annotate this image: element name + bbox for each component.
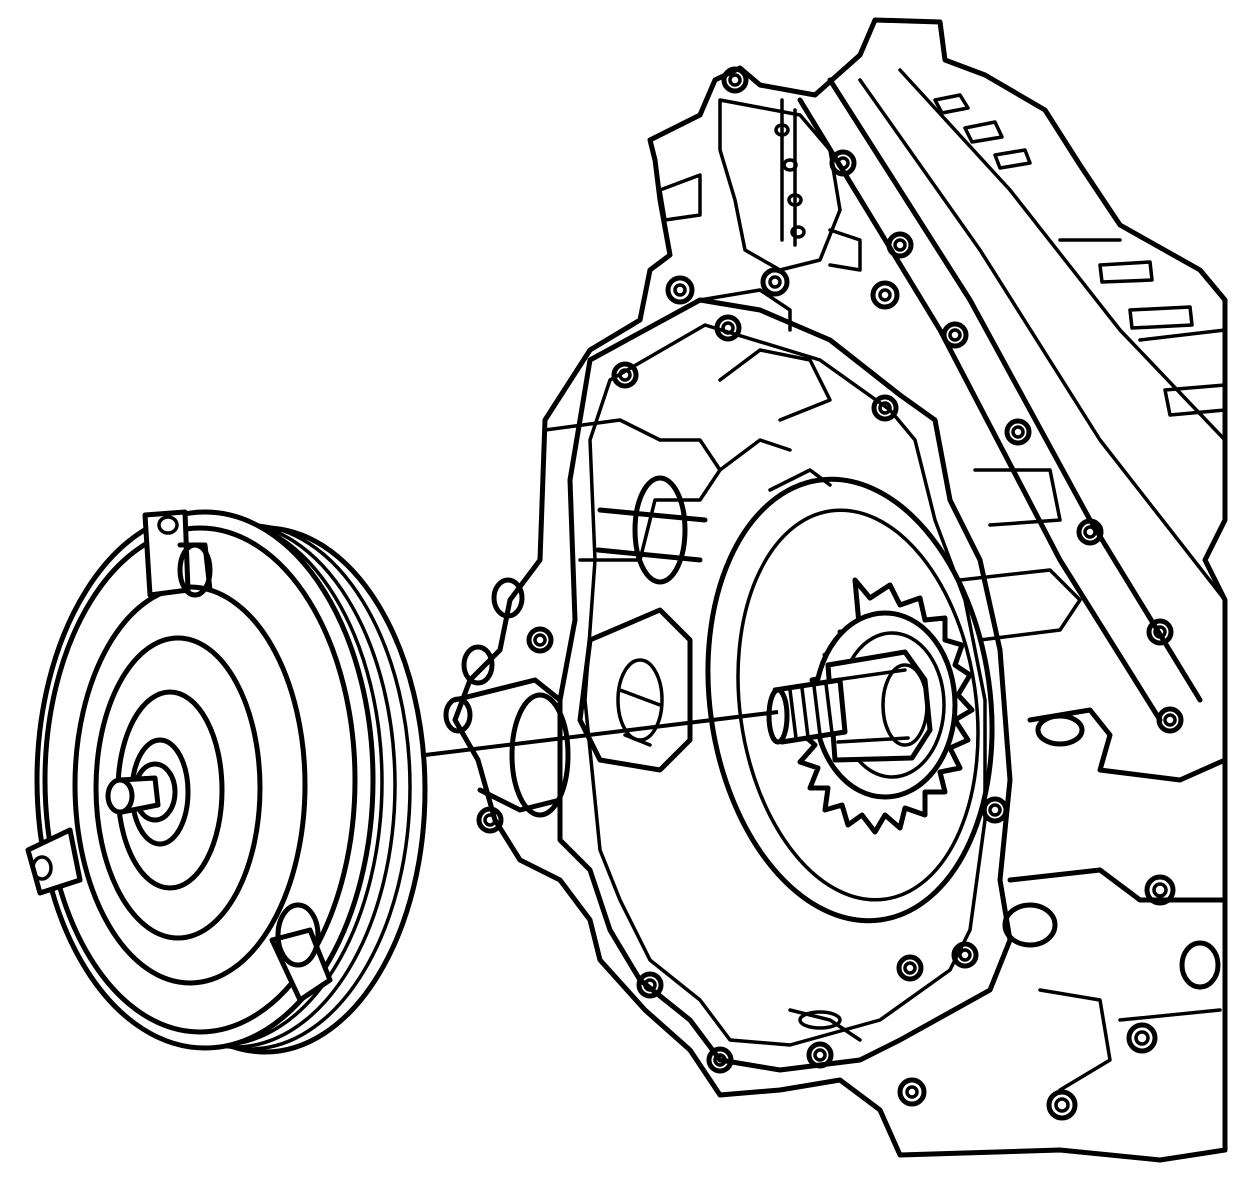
converter-hub — [105, 761, 178, 823]
input-shaft — [766, 677, 848, 745]
stator-support — [797, 577, 975, 835]
case-bolts — [476, 66, 1184, 1121]
transmission-case — [443, 17, 1228, 1163]
torque-converter — [25, 509, 428, 1055]
alignment-line — [424, 710, 779, 757]
mounting-lugs — [25, 509, 333, 1003]
